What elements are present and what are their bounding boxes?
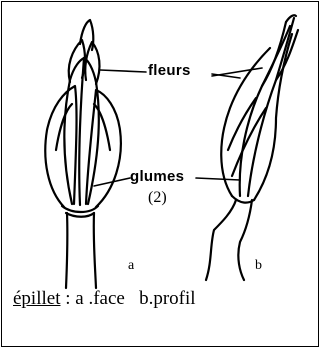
label-view-a: a <box>128 258 134 274</box>
figure-caption: épillet : a .face b.profil <box>13 288 196 310</box>
label-view-b: b <box>255 258 262 274</box>
label-glumes: glumes <box>130 168 184 185</box>
spikelet-face-view <box>45 20 121 288</box>
caption-term: épillet <box>13 288 60 309</box>
spikelet-profile-view <box>206 15 298 280</box>
label-flowers: fleurs <box>148 62 191 79</box>
figure-number: (2) <box>148 189 167 207</box>
caption-rest: : a .face b.profil <box>60 288 195 309</box>
